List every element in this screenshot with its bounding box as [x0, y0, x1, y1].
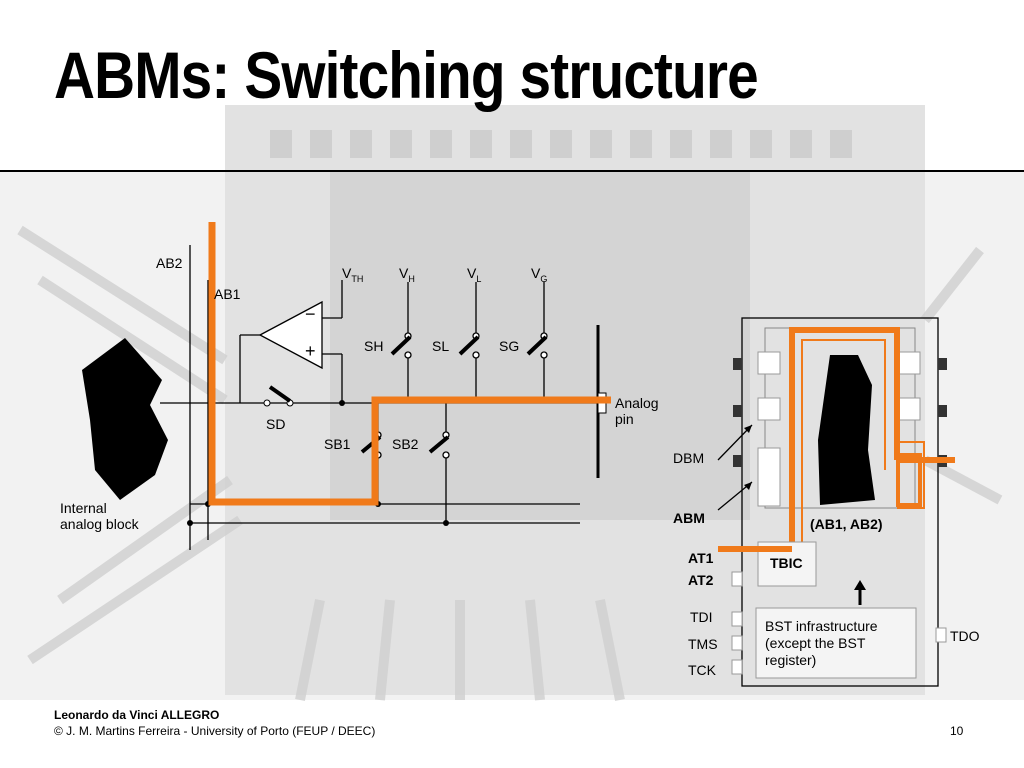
- label-sb2: SB2: [392, 436, 419, 452]
- label-plus: +: [305, 341, 316, 361]
- label-tck: TCK: [688, 662, 716, 678]
- label-dbm: DBM: [673, 450, 705, 466]
- chip-outline: [741, 317, 939, 687]
- label-tms: TMS: [688, 636, 718, 652]
- page-number: 10: [950, 724, 964, 738]
- label-sg: SG: [499, 338, 520, 354]
- label-at1: AT1: [688, 550, 714, 566]
- internal-analog-block-shape: [82, 338, 168, 500]
- label-sb1: SB1: [324, 436, 351, 452]
- comparator-icon: [258, 300, 323, 370]
- label-tdo: TDO: [950, 628, 980, 644]
- label-ab1: AB1: [214, 286, 241, 302]
- label-abm: ABM: [673, 510, 705, 526]
- label-minus: −: [305, 304, 316, 324]
- highlight-path-left: [208, 222, 611, 506]
- label-vth: VTH: [342, 265, 364, 284]
- label-ab2: AB2: [156, 255, 183, 271]
- label-tdi: TDI: [690, 609, 713, 625]
- label-sd: SD: [266, 416, 286, 432]
- footer-copyright: © J. M. Martins Ferreira - University of…: [54, 724, 376, 738]
- label-sh: SH: [364, 338, 384, 354]
- core-logic-shape: [818, 355, 875, 505]
- label-ab1-ab2: (AB1, AB2): [810, 516, 883, 532]
- label-vh: VH: [399, 265, 415, 284]
- label-vl: VL: [467, 265, 482, 284]
- label-at2: AT2: [688, 572, 714, 588]
- label-tbic: TBIC: [770, 555, 803, 571]
- footer-project: Leonardo da Vinci ALLEGRO: [54, 708, 220, 722]
- title-divider: [0, 170, 1024, 172]
- label-vg: VG: [531, 265, 548, 284]
- page-title: ABMs: Switching structure: [54, 38, 759, 112]
- label-sl: SL: [432, 338, 450, 354]
